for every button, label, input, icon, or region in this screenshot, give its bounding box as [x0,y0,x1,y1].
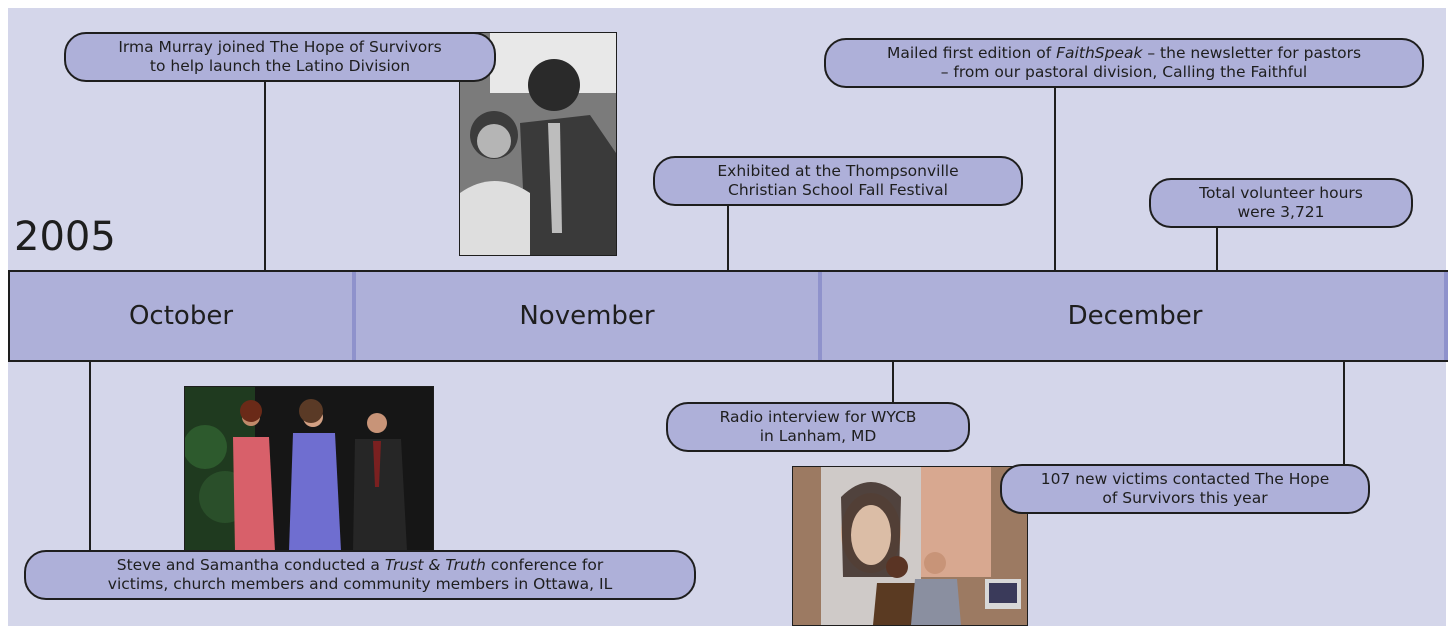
month-divider [352,272,356,360]
text-segment: Steve and Samantha conducted a [116,556,385,574]
month-divider [1444,272,1448,360]
photo-trust-truth-conference [184,386,434,552]
text-segment: – the newsletter for pastors [1142,44,1362,62]
event-volunteer-hours: Total volunteer hours were 3,721 [1149,178,1413,228]
conference-title: Trust & Truth [384,556,486,574]
newsletter-title: FaithSpeak [1056,44,1143,62]
event-text-line: – from our pastoral division, Calling th… [940,63,1308,81]
event-text-line: Total volunteer hours [1199,184,1363,202]
event-text-line: of Survivors this year [1102,489,1268,507]
event-text-line: victims, church members and community me… [107,575,613,593]
event-new-victims: 107 new victims contacted The Hope of Su… [1000,464,1370,514]
month-october: October [128,301,234,331]
event-text-line: in Lanham, MD [759,427,877,445]
event-text-line: were 3,721 [1237,203,1325,221]
connector-line [1343,362,1345,466]
event-radio-interview: Radio interview for WYCB in Lanham, MD [666,402,970,452]
text-segment: Mailed first edition of [886,44,1057,62]
month-november: November [519,301,655,331]
month-december: December [1067,301,1203,331]
event-text-line: 107 new victims contacted The Hope [1040,470,1330,488]
connector-line [892,362,894,402]
year-label: 2005 [14,214,116,260]
event-text-line: to help launch the Latino Division [149,57,411,75]
text-segment: conference for [485,556,604,574]
event-text-line: Steve and Samantha conducted a Trust & T… [117,556,603,575]
event-text-line: Radio interview for WYCB [719,408,917,426]
connector-line [1216,228,1218,270]
event-trust-truth-conference: Steve and Samantha conducted a Trust & T… [24,550,696,600]
month-bar: October November December [8,270,1448,362]
connector-line [89,362,91,552]
month-divider [818,272,822,360]
event-thompsonville-festival: Exhibited at the Thompsonville Christian… [653,156,1023,206]
photo-exhibit-booth [792,466,1028,626]
event-text-line: Mailed first edition of FaithSpeak – the… [887,44,1361,63]
event-text-line: Exhibited at the Thompsonville [717,162,959,180]
event-text-line: Christian School Fall Festival [728,181,948,199]
event-text-line: Irma Murray joined The Hope of Survivors [118,38,442,56]
event-faithspeak-newsletter: Mailed first edition of FaithSpeak – the… [824,38,1424,88]
photo-irma-murray [459,32,617,256]
event-irma-murray: Irma Murray joined The Hope of Survivors… [64,32,496,82]
connector-line [727,206,729,270]
connector-line [264,80,266,270]
connector-line [1054,86,1056,270]
